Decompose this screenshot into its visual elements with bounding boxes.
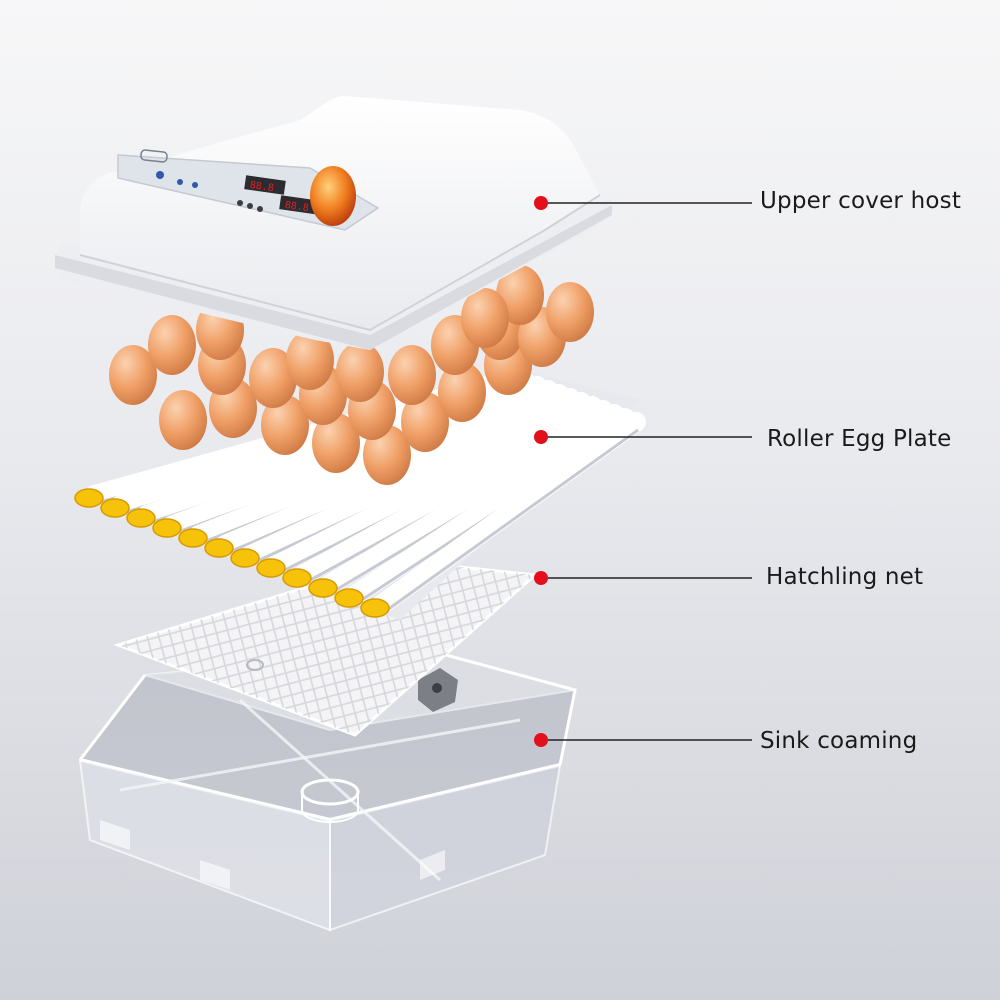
probe-clip [418,668,458,712]
label-upper-cover-host: Upper cover host [760,188,962,214]
roller-gear-cap [74,488,104,508]
label-hatchling-net: Hatchling net [766,564,924,590]
callout-net [534,571,752,585]
eggs [109,265,594,485]
marker-dot [534,733,548,747]
egg [336,342,384,402]
marker-dot [534,196,548,210]
panel-button-icon [237,200,243,206]
label-roller-egg-plate: Roller Egg Plate [767,426,952,452]
egg [109,345,157,405]
roller-gear-cap [256,558,286,578]
callout-roller [534,430,752,444]
control-panel: 88.8 88.8 [117,149,380,231]
roller-gear-cap [308,578,338,598]
roller-gear-cap [360,598,390,618]
egg [312,413,360,473]
roller-rod [371,412,646,615]
roller-gear-cap [204,538,234,558]
egg [438,362,486,422]
roller-gear-cap [178,528,208,548]
roller-gear-cap [152,518,182,538]
upper-cover-host: 88.8 88.8 [55,96,612,350]
egg [363,425,411,485]
egg [148,315,196,375]
egg [546,282,594,342]
temperature-display: 88.8 [244,175,286,195]
roller-rod [319,404,624,595]
roller-gear-cap [334,588,364,608]
roller-gear-cap [126,508,156,528]
roller-rod [345,408,635,605]
panel-button-icon [192,182,198,188]
callout-cover [534,196,752,210]
roller-rod [241,392,591,565]
egg [261,395,309,455]
egg [461,288,509,348]
panel-button-icon [177,179,183,185]
roller-gear-cap [100,498,130,518]
power-button-icon [156,171,164,179]
panel-button-icon [257,206,263,212]
egg [401,392,449,452]
egg [249,348,297,408]
egg [388,345,436,405]
svg-text:88.8: 88.8 [249,180,274,194]
roller-gear-cap [230,548,260,568]
marker-dot [534,571,548,585]
candling-egg-light-icon [310,166,356,226]
egg [286,330,334,390]
egg [159,390,207,450]
panel-button-icon [247,203,253,209]
marker-dot [534,430,548,444]
callout-sink [534,733,752,747]
label-sink-coaming: Sink coaming [760,728,918,754]
roller-gear-cap [282,568,312,588]
svg-text:88.8: 88.8 [284,200,309,214]
